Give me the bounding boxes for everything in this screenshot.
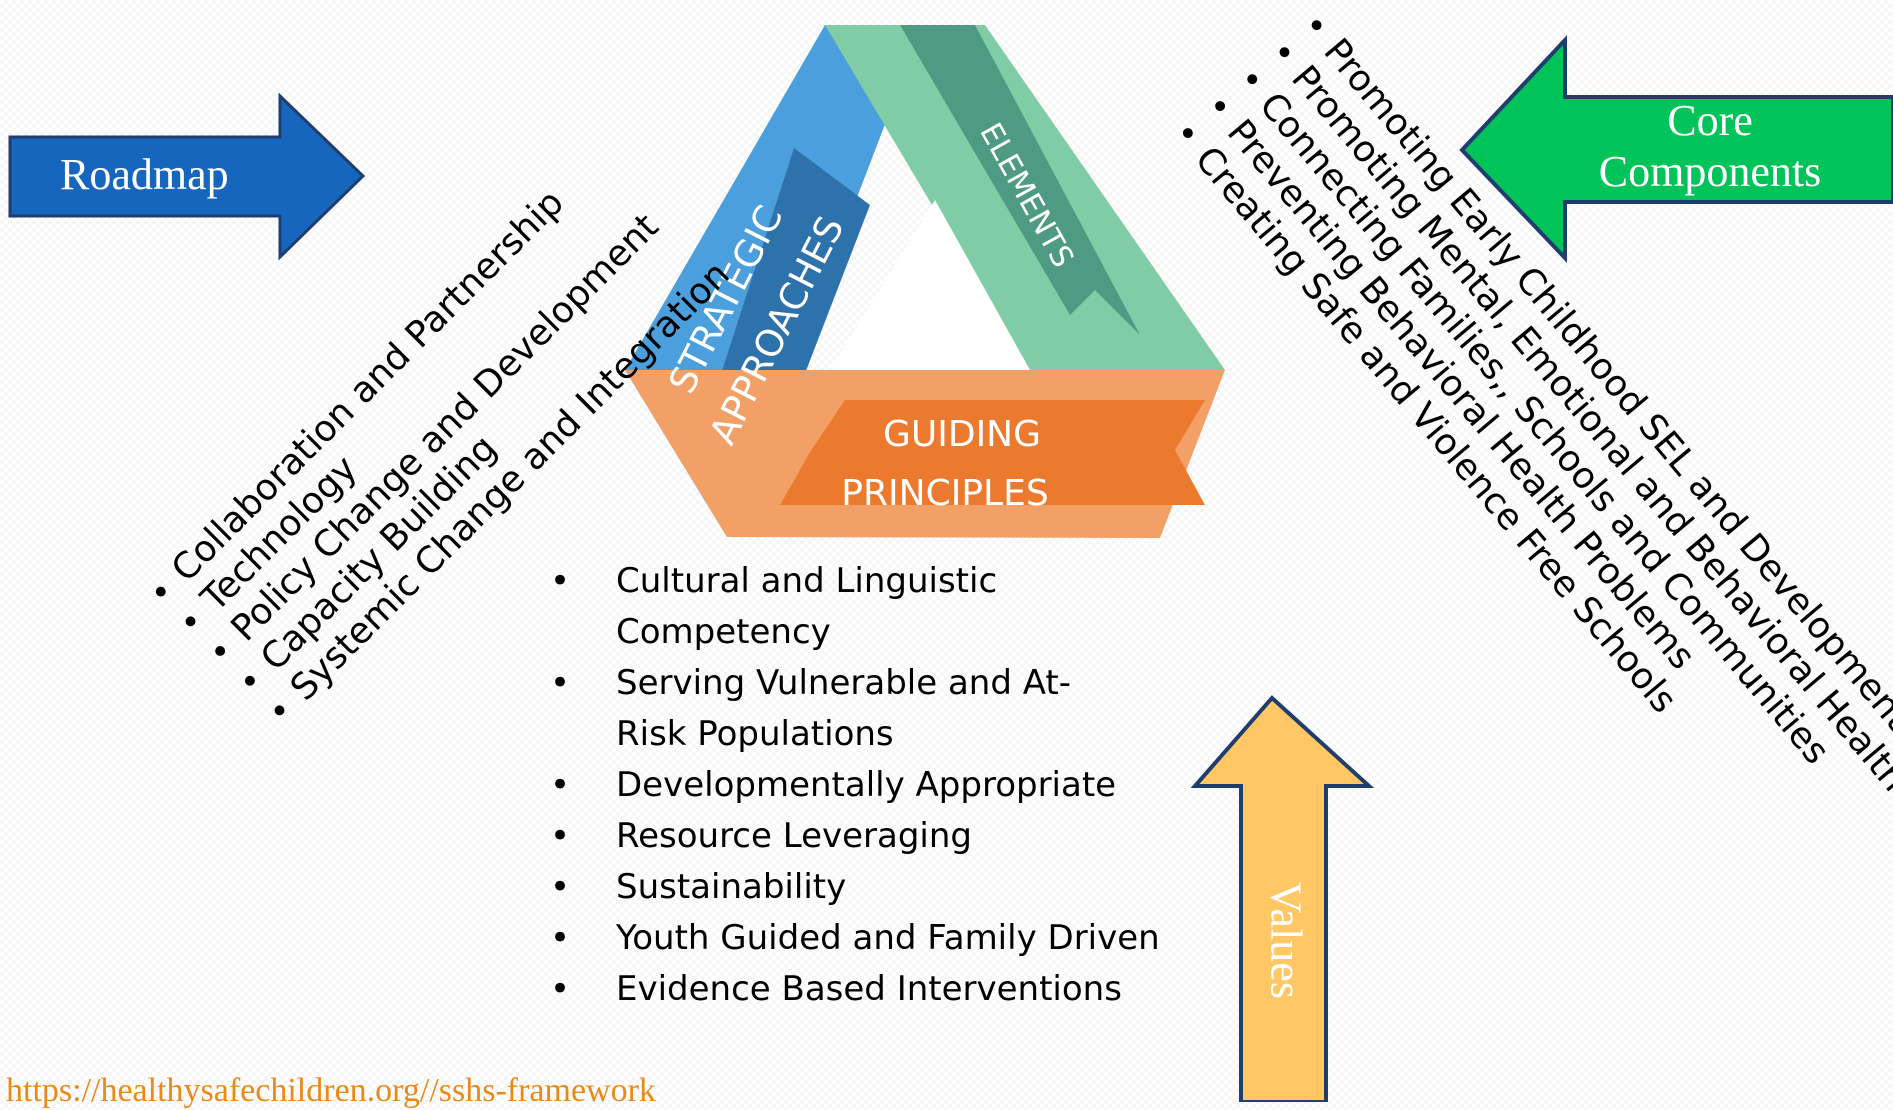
guiding-principle-item: Evidence Based Interventions — [550, 964, 1216, 1015]
elements-ribbon — [900, 25, 1140, 335]
guiding-principle-item: Serving Vulnerable and At-Risk Populatio… — [550, 658, 1096, 760]
guiding-label-line1: GUIDING — [883, 414, 1041, 455]
guiding-ribbon — [780, 400, 1205, 505]
guiding-principle-item: Cultural and Linguistic Competency — [550, 556, 1216, 658]
core-components-arrow — [1459, 34, 1893, 263]
guiding-principle-item: Youth Guided and Family Driven — [550, 913, 1216, 964]
inner-triangle — [830, 200, 1030, 370]
guiding-principle-item: Resource Leveraging — [550, 811, 1216, 862]
source-url-link[interactable]: https://healthysafechildren.org//sshs-fr… — [6, 1072, 656, 1109]
core-components-label: Core Components — [1598, 96, 1822, 196]
guiding-principle-item: Sustainability — [550, 862, 1216, 913]
guiding-principle-item: Developmentally Appropriate — [550, 760, 1216, 811]
values-arrow — [1190, 695, 1375, 1102]
roadmap-label: Roadmap — [60, 150, 229, 199]
guiding-label-line2: PRINCIPLES — [841, 473, 1048, 514]
guiding-principles-list: Cultural and Linguistic Competency Servi… — [550, 556, 1216, 1015]
roadmap-arrow — [8, 92, 366, 261]
